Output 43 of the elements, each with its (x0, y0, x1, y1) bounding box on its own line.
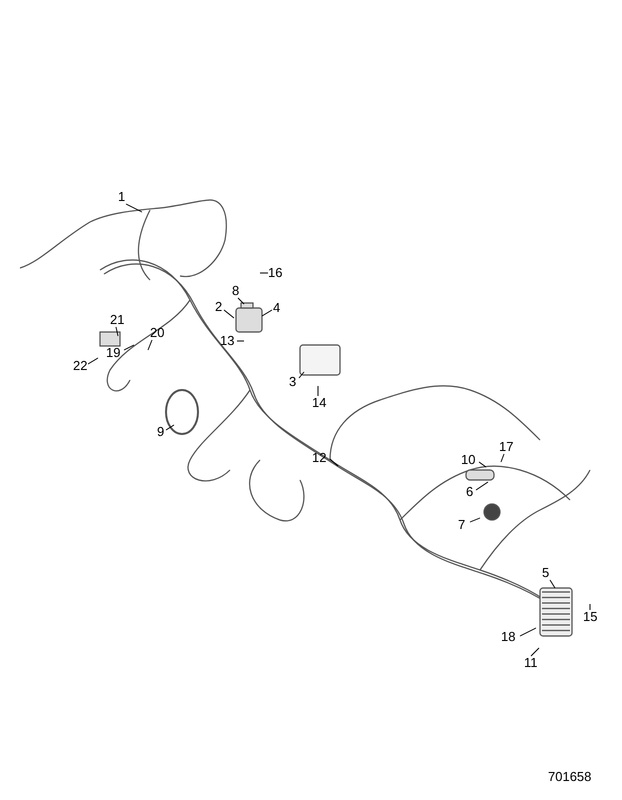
callout-number: 13 (220, 334, 234, 348)
callout-number: 17 (499, 440, 514, 454)
callout-number: 19 (106, 346, 120, 360)
leader-line (330, 458, 338, 466)
callout-number: 2 (215, 300, 222, 314)
leader-line (224, 310, 234, 318)
callout-number: 7 (458, 518, 466, 532)
callout-number: 4 (273, 301, 280, 315)
leader-line (550, 580, 556, 588)
leader-line (124, 344, 134, 350)
callout-number: 3 (289, 375, 296, 389)
figure-number: 701658 (548, 770, 592, 784)
callout-number: 15 (583, 610, 598, 624)
leader-line (148, 340, 152, 350)
callout-number: 8 (232, 284, 240, 298)
leader-line (298, 372, 304, 378)
leader-line (500, 454, 504, 462)
leader-line (530, 648, 540, 656)
callout-number: 16 (268, 266, 282, 280)
callout-number: 10 (461, 453, 476, 467)
callout-number: 22 (73, 359, 88, 373)
callout-number: 14 (312, 396, 326, 410)
leader-line (126, 204, 142, 212)
callout-number: 20 (150, 326, 164, 340)
callout-number: 12 (312, 451, 326, 465)
leader-line (476, 482, 488, 490)
callout-number: 6 (466, 485, 474, 499)
leader-line (260, 272, 268, 274)
callout-number: 11 (524, 656, 538, 670)
leader-line (238, 298, 244, 304)
callout-number: 1 (118, 190, 126, 204)
leader-line (236, 340, 244, 342)
leader-line (470, 518, 480, 522)
leader-line (166, 424, 174, 430)
leader-line (520, 628, 536, 636)
leader-line (116, 326, 118, 336)
callout-number: 18 (501, 630, 516, 644)
callout-number: 21 (110, 313, 124, 327)
leader-line (262, 310, 272, 316)
leader-line (478, 462, 486, 468)
leader-line (88, 358, 98, 364)
callout-number: 5 (542, 566, 550, 580)
callout-number: 9 (157, 425, 164, 439)
